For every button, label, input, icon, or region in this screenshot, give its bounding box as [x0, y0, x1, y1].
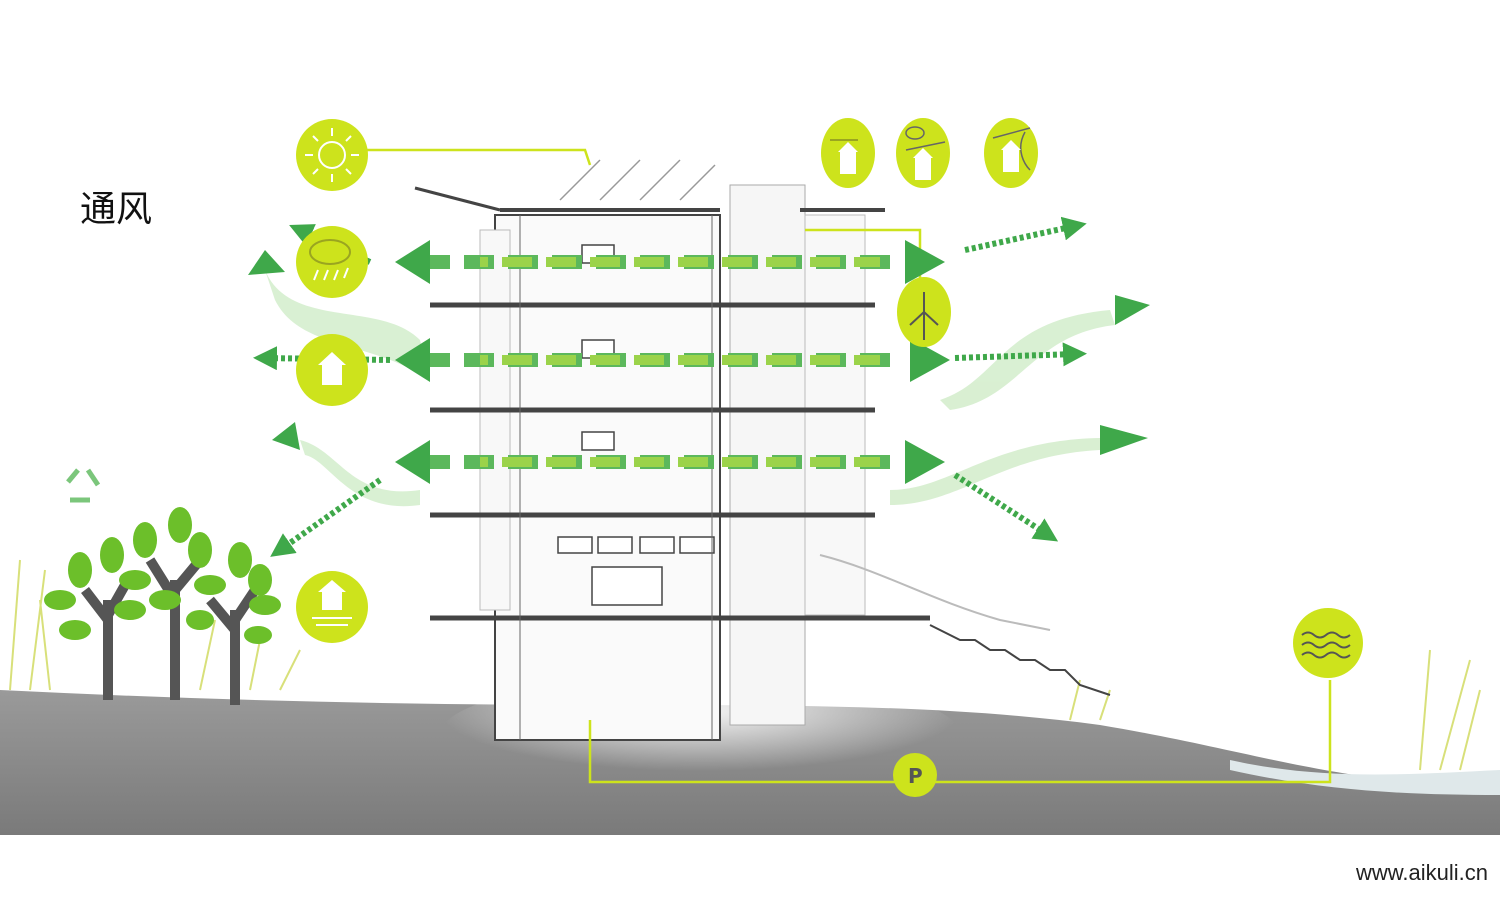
diagram-title: 通风	[80, 189, 153, 230]
building-section	[414, 159, 1111, 741]
cloud-house-icon	[896, 118, 950, 188]
pump-icon: P	[893, 753, 937, 797]
water-tank-icon	[296, 334, 368, 406]
recycle-icon	[66, 468, 101, 503]
svg-text:P: P	[908, 764, 923, 788]
wind-house-icon	[984, 118, 1038, 188]
sun-icon	[296, 119, 368, 191]
water-tank-ground-icon	[296, 571, 368, 643]
airflow-waves	[265, 270, 1115, 507]
water-waves-icon	[1293, 608, 1363, 678]
ventilation-arrows	[248, 216, 1150, 557]
trees	[44, 507, 281, 705]
grass	[9, 559, 1481, 771]
rain-cloud-icon	[296, 226, 368, 298]
watermark: www.aikuli.cn	[1355, 860, 1488, 885]
water-body	[1230, 760, 1500, 795]
solar-house-icon	[821, 118, 875, 188]
wind-turbine-icon	[897, 277, 951, 347]
